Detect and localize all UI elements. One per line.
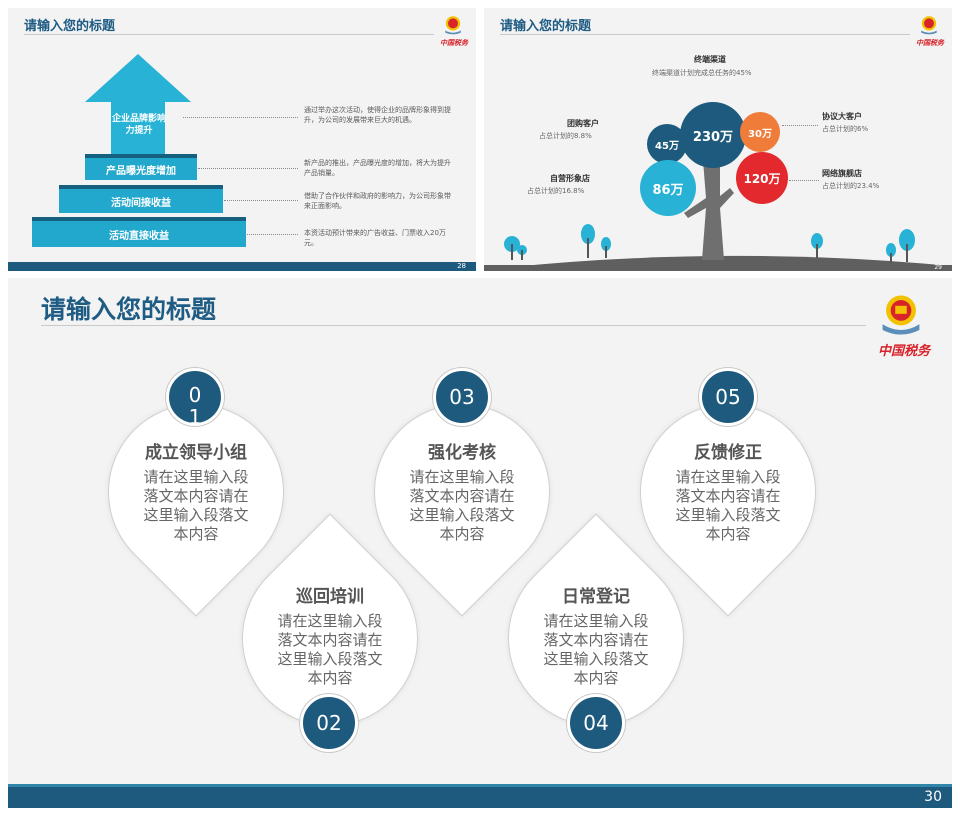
step-brand-influence: 企业品牌影响力提升 bbox=[111, 114, 166, 136]
leader-line bbox=[789, 180, 819, 181]
bubble-terminal: 230万 bbox=[680, 102, 746, 168]
slide-main-30[interactable]: 请输入您的标题 中国税务 成立领导小组 请在这里输入段落文本内容请在这里输入段落… bbox=[8, 278, 952, 808]
step-number-01: 01 bbox=[166, 368, 224, 429]
footer-bar: 29 bbox=[484, 264, 952, 271]
leader-line bbox=[247, 234, 298, 235]
page-number: 30 bbox=[924, 789, 942, 805]
bubble-group: 45万 bbox=[647, 124, 687, 164]
step-heading: 日常登记 bbox=[562, 587, 630, 607]
step-indirect: 活动间接收益 bbox=[59, 185, 223, 213]
sub-store: 占总计划的16.8% bbox=[527, 187, 585, 195]
top-sub: 终端渠道计划完成总任务的45% bbox=[652, 69, 752, 77]
footer-bar: 28 bbox=[8, 262, 476, 271]
label-agreement: 协议大客户 bbox=[822, 112, 862, 121]
step-number-02: 02 bbox=[300, 694, 358, 752]
step-card-03: 强化考核 请在这里输入段落文本内容请在这里输入段落文本内容 bbox=[337, 367, 587, 617]
step-text: 请在这里输入段落文本内容请在这里输入段落文本内容 bbox=[143, 468, 249, 543]
step-note: 借助了合作伙伴和政府的影响力，为公司形象带来正面影响。 bbox=[304, 192, 451, 210]
step-heading: 成立领导小组 bbox=[145, 443, 247, 463]
page-number: 29 bbox=[934, 264, 942, 271]
step-card-04: 日常登记 请在这里输入段落文本内容请在这里输入段落文本内容 bbox=[471, 513, 721, 763]
top-label: 终端渠道 bbox=[694, 55, 726, 64]
brand-motto: 中国税务 bbox=[916, 38, 944, 47]
step-card-01: 成立领导小组 请在这里输入段落文本内容请在这里输入段落文本内容 bbox=[71, 367, 321, 617]
tax-emblem-icon bbox=[876, 292, 926, 342]
bubble-store: 86万 bbox=[640, 160, 696, 216]
bubble-online: 120万 bbox=[736, 152, 788, 204]
step-number-03: 03 bbox=[433, 368, 491, 426]
label-store: 自营形象店 bbox=[550, 174, 590, 183]
leader-line bbox=[183, 117, 298, 118]
step-number-04: 04 bbox=[567, 694, 625, 752]
tax-emblem-icon bbox=[442, 14, 464, 40]
step-text: 请在这里输入段落文本内容请在这里输入段落文本内容 bbox=[543, 612, 649, 687]
step-number-text: 01 bbox=[188, 383, 202, 429]
step-text: 请在这里输入段落文本内容请在这里输入段落文本内容 bbox=[409, 468, 515, 543]
slide-title: 请输入您的标题 bbox=[24, 19, 116, 34]
step-note: 通过举办这次活动，使得企业的品牌形象得到提升，为公司的发展带来巨大的机遇。 bbox=[304, 106, 451, 124]
leader-line bbox=[224, 200, 298, 201]
step-exposure: 产品曝光度增加 bbox=[85, 154, 197, 180]
title-rule bbox=[500, 34, 910, 35]
step-card-05: 反馈修正 请在这里输入段落文本内容请在这里输入段落文本内容 bbox=[603, 367, 853, 617]
step-text: 请在这里输入段落文本内容请在这里输入段落文本内容 bbox=[277, 612, 383, 687]
sub-agreement: 占总计划的6% bbox=[822, 125, 869, 133]
up-arrow-icon bbox=[85, 54, 191, 154]
step-heading: 强化考核 bbox=[428, 443, 496, 463]
brand-motto: 中国税务 bbox=[878, 344, 931, 359]
slide-thumbnail-28[interactable]: 请输入您的标题 中国税务 企业品牌影响力提升 产品曝光度增加 活动间接收益 活动… bbox=[8, 8, 476, 271]
step-heading: 巡回培训 bbox=[296, 587, 364, 607]
step-note: 新产品的推出，产品曝光度的增加，将大为提升产品销量。 bbox=[304, 159, 451, 177]
sub-online: 占总计划的23.4% bbox=[822, 182, 880, 190]
title-rule bbox=[41, 325, 866, 326]
step-note: 本资活动预计带来的广告收益、门票收入20万元。 bbox=[304, 229, 446, 247]
slide-title: 请输入您的标题 bbox=[500, 19, 592, 34]
step-card-02: 巡回培训 请在这里输入段落文本内容请在这里输入段落文本内容 bbox=[205, 513, 455, 763]
tax-emblem-icon bbox=[918, 14, 940, 40]
bubble-agreement: 30万 bbox=[740, 112, 780, 152]
step-direct: 活动直接收益 bbox=[32, 217, 246, 247]
page-number: 28 bbox=[457, 262, 466, 270]
sub-group: 占总计划的8.8% bbox=[539, 132, 592, 140]
label-group: 团购客户 bbox=[567, 119, 599, 128]
label-online: 网络旗舰店 bbox=[822, 169, 862, 178]
step-text: 请在这里输入段落文本内容请在这里输入段落文本内容 bbox=[675, 468, 781, 543]
step-heading: 反馈修正 bbox=[694, 443, 762, 463]
brand-motto: 中国税务 bbox=[440, 38, 468, 47]
slide-thumbnail-29[interactable]: 请输入您的标题 中国税务 终端渠道 终端渠道计划完成总任务的45% 230万 4… bbox=[484, 8, 952, 271]
slide-title: 请输入您的标题 bbox=[41, 295, 217, 324]
title-rule bbox=[24, 34, 434, 35]
footer-bar: 30 bbox=[8, 784, 952, 808]
step-number-05: 05 bbox=[699, 368, 757, 426]
leader-line bbox=[782, 125, 818, 126]
leader-line bbox=[198, 168, 298, 169]
